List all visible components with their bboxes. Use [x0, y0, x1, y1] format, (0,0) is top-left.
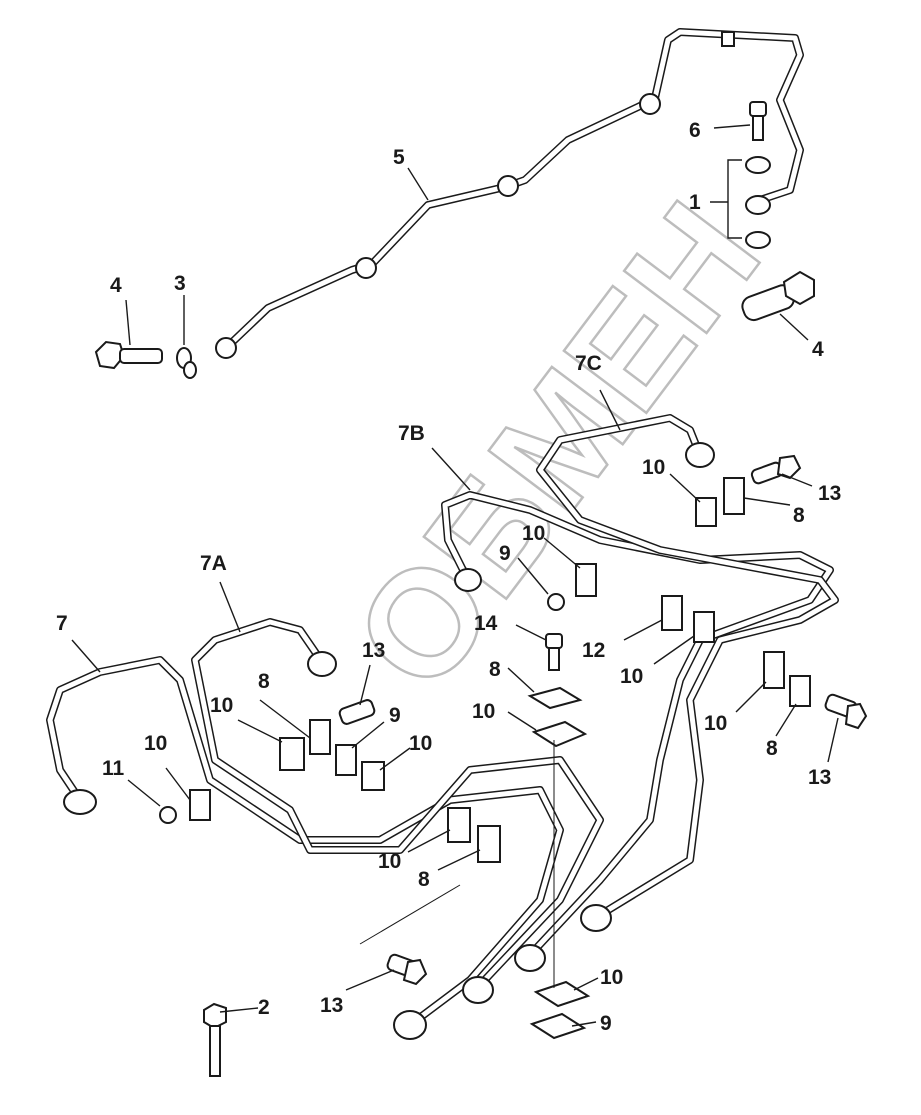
- callout-13d: 13: [320, 994, 343, 1017]
- banjo-bolt-right: [741, 270, 815, 322]
- long-bolt-2: [203, 1002, 227, 1077]
- callout-13a: 13: [818, 482, 841, 505]
- callout-4-left: 4: [110, 274, 122, 297]
- callout-8a: 8: [793, 504, 805, 527]
- callout-labels: 5 6 1 4 3 4 7C 7B 7A 7 10 13 8 10 9 14 1…: [56, 119, 841, 1035]
- callout-8d: 8: [766, 737, 778, 760]
- callout-10b: 10: [522, 522, 545, 545]
- callout-9c: 9: [600, 1012, 612, 1035]
- callout-5: 5: [393, 146, 405, 169]
- callout-10c: 10: [210, 694, 233, 717]
- callout-10i: 10: [378, 850, 401, 873]
- callout-3: 3: [174, 272, 186, 295]
- callout-7c: 7C: [575, 352, 602, 375]
- callout-8b: 8: [258, 670, 270, 693]
- callout-14: 14: [474, 612, 498, 635]
- callout-10j: 10: [600, 966, 623, 989]
- callout-10e: 10: [472, 700, 495, 723]
- callout-12: 12: [582, 639, 605, 662]
- callout-2: 2: [258, 996, 270, 1019]
- callout-10g: 10: [409, 732, 432, 755]
- callout-7: 7: [56, 612, 68, 635]
- banjo-bolt-left: [94, 340, 163, 370]
- callout-9b: 9: [389, 704, 401, 727]
- leak-off-return-pipe: [215, 28, 804, 359]
- callout-11: 11: [102, 757, 125, 780]
- callout-13b: 13: [362, 639, 385, 662]
- injection-pipe-7a: [191, 618, 604, 1004]
- callout-7b: 7B: [398, 422, 425, 445]
- callout-9a: 9: [499, 542, 511, 565]
- callout-10d: 10: [620, 665, 643, 688]
- callout-10f: 10: [144, 732, 167, 755]
- bolt-6: [749, 101, 767, 141]
- sealing-washers: [710, 156, 771, 249]
- callout-10h: 10: [704, 712, 727, 735]
- callout-4-right: 4: [812, 338, 824, 361]
- clamp-parts: [159, 477, 811, 1040]
- callout-10a: 10: [642, 456, 665, 479]
- injection-pipe-7b: [441, 491, 834, 972]
- callout-13c: 13: [808, 766, 831, 789]
- injection-pipe-7c: [536, 414, 839, 932]
- callout-8c: 8: [489, 658, 501, 681]
- callout-1: 1: [689, 191, 701, 214]
- leader-lines: [71, 124, 839, 1027]
- callout-7a: 7A: [200, 552, 227, 575]
- callout-8e: 8: [418, 868, 430, 891]
- injection-pipe-7: [46, 656, 564, 1040]
- pipe-clip: [176, 347, 197, 379]
- banjo-bolts-13: [338, 454, 868, 986]
- callout-6: 6: [689, 119, 701, 142]
